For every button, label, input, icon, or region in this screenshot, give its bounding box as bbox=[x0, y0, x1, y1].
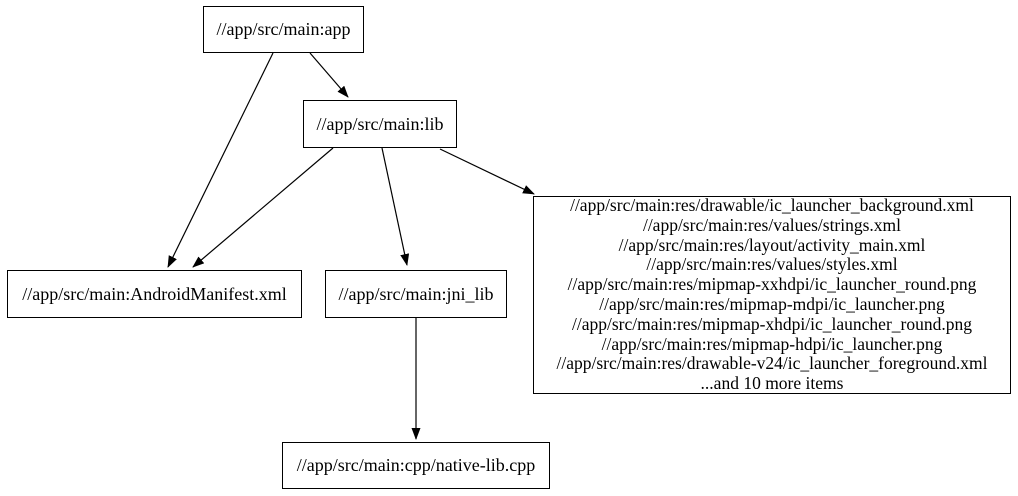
edge-app-to-lib bbox=[309, 52, 349, 98]
edge-lib-to-jni-lib bbox=[381, 147, 410, 266]
more-items-label: ...and 10 more items bbox=[700, 373, 844, 394]
node-label: //app/src/main:cpp/native-lib.cpp bbox=[296, 455, 536, 476]
graph-node-app: //app/src/main:app bbox=[203, 6, 364, 53]
node-label: //app/src/main:jni_lib bbox=[338, 283, 494, 304]
node-label: //app/src/main:app bbox=[216, 19, 351, 40]
res-file-item: //app/src/main:res/drawable/ic_launcher_… bbox=[570, 195, 974, 216]
edge-app-to-android-manifest bbox=[167, 52, 274, 268]
graph-node-lib: //app/src/main:lib bbox=[303, 100, 457, 148]
res-file-item: //app/src/main:res/mipmap-xxhdpi/ic_laun… bbox=[567, 274, 977, 295]
res-file-item: //app/src/main:res/mipmap-xhdpi/ic_launc… bbox=[572, 313, 972, 334]
res-file-item: //app/src/main:res/mipmap-mdpi/ic_launch… bbox=[599, 294, 945, 314]
graph-node-android-manifest: //app/src/main:AndroidManifest.xml bbox=[7, 270, 302, 318]
res-file-item: //app/src/main:res/layout/activity_main.… bbox=[618, 234, 926, 255]
node-label: //app/src/main:lib bbox=[316, 113, 444, 134]
graph-node-jni-lib: //app/src/main:jni_lib bbox=[325, 270, 507, 318]
edge-lib-to-android-manifest bbox=[192, 147, 334, 268]
res-file-item: //app/src/main:res/drawable-v24/ic_launc… bbox=[556, 353, 988, 374]
graph-node-native-lib: //app/src/main:cpp/native-lib.cpp bbox=[282, 442, 550, 489]
res-file-item: //app/src/main:res/mipmap-hdpi/ic_launch… bbox=[601, 333, 943, 354]
node-label: //app/src/main:AndroidManifest.xml bbox=[22, 283, 287, 304]
edge-lib-to-res-files bbox=[439, 148, 535, 195]
res-file-item: //app/src/main:res/values/styles.xml bbox=[646, 254, 898, 275]
graph-node-res-files: //app/src/main:res/drawable/ic_launcher_… bbox=[533, 195, 1011, 394]
res-file-item: //app/src/main:res/values/strings.xml bbox=[642, 214, 902, 235]
